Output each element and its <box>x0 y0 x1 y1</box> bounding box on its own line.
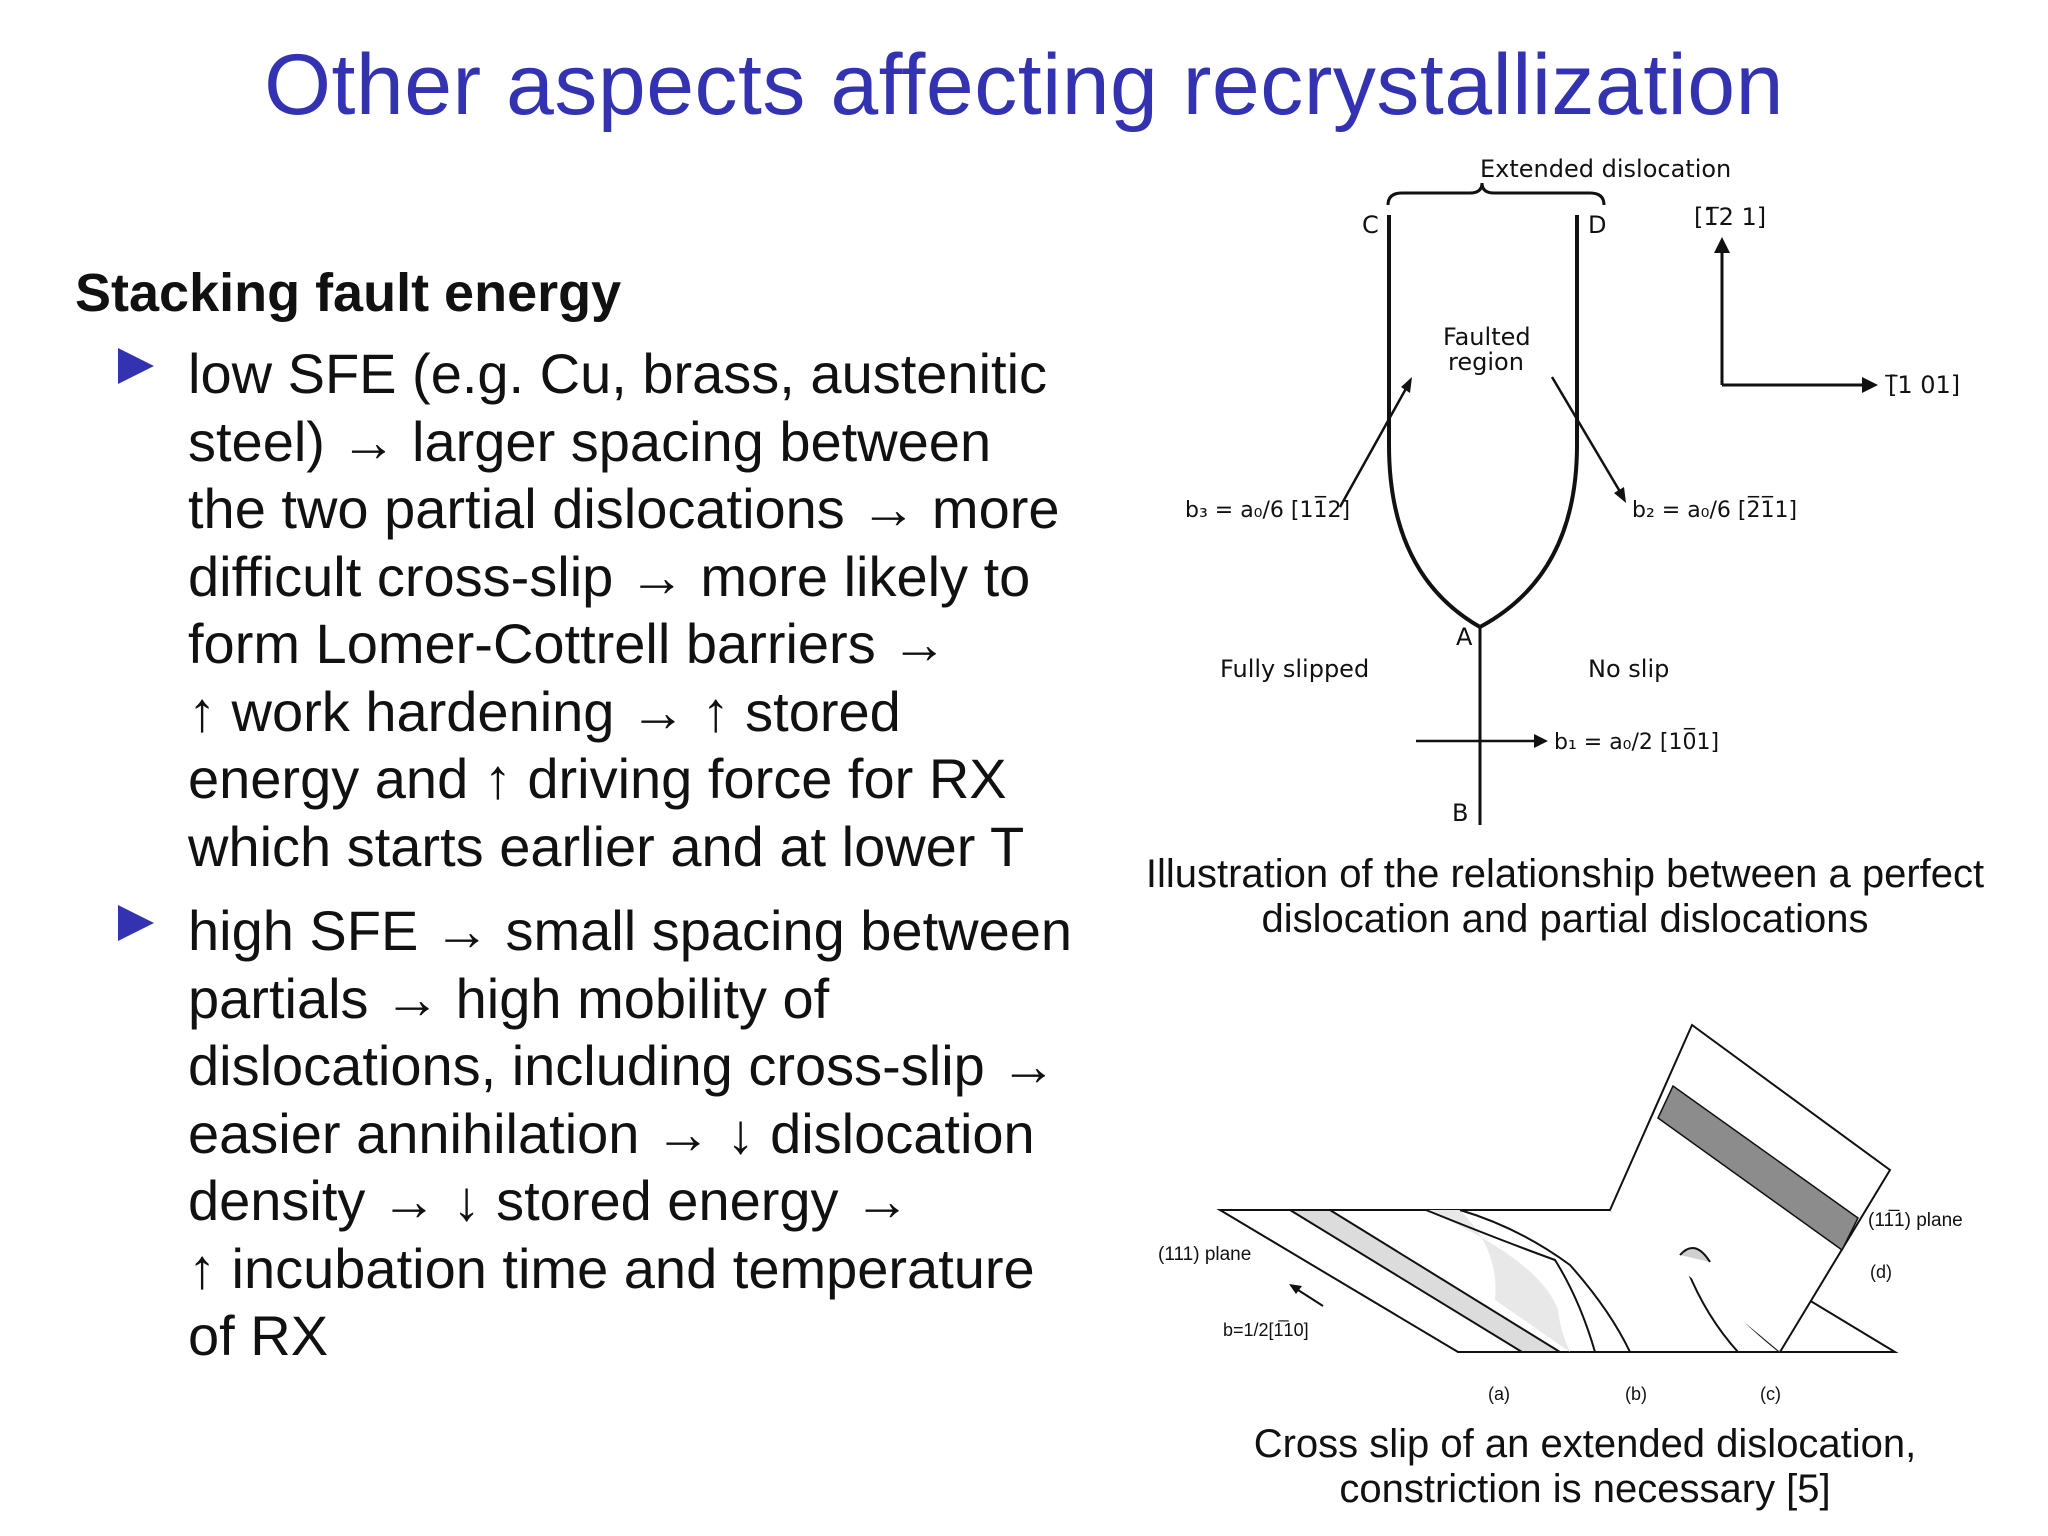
burgers-vector <box>1294 1287 1324 1307</box>
label-a: A <box>1456 623 1473 651</box>
b2-label: b₂ = a₀/6 [2̅1̅1] <box>1632 496 1797 523</box>
figure1-caption: Illustration of the relationship between… <box>1130 852 2000 942</box>
partial-dislocation-left <box>1387 215 1481 629</box>
bullet-line: form Lomer-Cottrell barriers → <box>188 612 948 675</box>
dislocation-b-line <box>1459 1209 1631 1353</box>
bullet-line: ↑ work hardening → ↑ stored <box>188 679 901 743</box>
bullet-line: partials → high mobility of <box>188 966 830 1030</box>
burgers-arrow-icon <box>1289 1284 1302 1294</box>
b3-label: b₃ = a₀/6 [11̅2] <box>1185 496 1350 523</box>
bullet-line: of RX <box>188 1304 329 1367</box>
figure2-caption: Cross slip of an extended dislocation, c… <box>1175 1422 1995 1512</box>
plane-111-label: (111) plane <box>1158 1244 1251 1265</box>
constriction-bump <box>1679 1247 1711 1263</box>
no-slip-label: No slip <box>1588 655 1669 683</box>
label-c: (c) <box>1760 1384 1781 1404</box>
arrow-right-icon <box>1862 377 1878 393</box>
dislocation-a-band <box>1286 1209 1564 1353</box>
b3-vector <box>1338 384 1410 508</box>
section-heading: Stacking fault energy <box>75 263 622 323</box>
extended-dislocation-diagram: Extended dislocation C D A B Faulted reg… <box>1185 155 1960 827</box>
label-a: (a) <box>1488 1384 1510 1404</box>
bullet-line: which starts earlier and at lower T <box>188 814 1025 878</box>
label-d: D <box>1588 211 1606 239</box>
partial-dislocation-right <box>1479 215 1579 629</box>
bullet-triangle-icon <box>118 348 154 384</box>
caption-line: Cross slip of an extended dislocation, <box>1253 1422 1917 1466</box>
dislocation-d-band <box>1657 1084 1859 1252</box>
bullet-line: high SFE → small spacing between <box>188 899 1072 962</box>
arrow-up-icon <box>1714 237 1730 253</box>
bullet-line: difficult cross-slip → more likely to <box>188 544 1031 608</box>
bullet-line: easier annihilation → ↓ dislocation <box>188 1101 1035 1165</box>
extended-dislocation-label: Extended dislocation <box>1480 155 1731 183</box>
b3-arrow-icon <box>1401 377 1412 393</box>
faulted-region-label: Faulted <box>1443 323 1531 351</box>
direction-right-label: [̅1 01] <box>1884 371 1960 399</box>
dislocation-b-line <box>1425 1209 1596 1353</box>
bullet-line: steel) → larger spacing between <box>188 409 992 473</box>
bullet-triangle-icon <box>118 905 154 941</box>
bullet-line: the two partial dislocations → more <box>188 477 1060 540</box>
b2-vector <box>1550 376 1624 496</box>
label-b: B <box>1452 799 1468 827</box>
fully-slipped-label: Fully slipped <box>1220 655 1369 683</box>
cross-slip-diagram: (111) plane (11̅1) plane b=1/2[1̅10] (a)… <box>1158 1023 1963 1404</box>
caption-line: Illustration of the relationship between… <box>1145 852 1985 896</box>
burgers-label: b=1/2[1̅10] <box>1223 1320 1309 1340</box>
bullet-line: dislocations, including cross-slip → <box>188 1034 1057 1097</box>
b2-arrow-icon <box>1614 487 1626 503</box>
slide-title: Other aspects affecting recrystallizatio… <box>264 37 1784 133</box>
bullet-line: energy and ↑ driving force for RX <box>188 747 1007 810</box>
brace-shape <box>1386 182 1606 206</box>
b1-label: b₁ = a₀/2 [10̅1] <box>1554 728 1719 755</box>
bullet-line: low SFE (e.g. Cu, brass, austenitic <box>188 342 1048 405</box>
caption-line: dislocation and partial dislocations <box>1261 897 1869 941</box>
bullet-line: ↑ incubation time and temperature <box>188 1236 1035 1300</box>
bullet-line: density → ↓ stored energy → <box>188 1169 911 1232</box>
bullet-high-sfe: high SFE → small spacing between partial… <box>118 897 1098 1370</box>
b1-arrow-icon <box>1534 734 1548 748</box>
label-d: (d) <box>1870 1262 1892 1282</box>
caption-line: constriction is necessary [5] <box>1339 1467 1831 1511</box>
label-c: C <box>1362 211 1379 239</box>
dislocation-b-band <box>1426 1210 1570 1352</box>
plane-11m1-label: (11̅1) plane <box>1868 1210 1963 1231</box>
bullet-low-sfe: low SFE (e.g. Cu, brass, austenitic stee… <box>118 340 1098 880</box>
direction-up-label: [1̅2 1] <box>1694 203 1766 231</box>
faulted-region-label: region <box>1448 348 1524 376</box>
label-b: (b) <box>1625 1384 1647 1404</box>
